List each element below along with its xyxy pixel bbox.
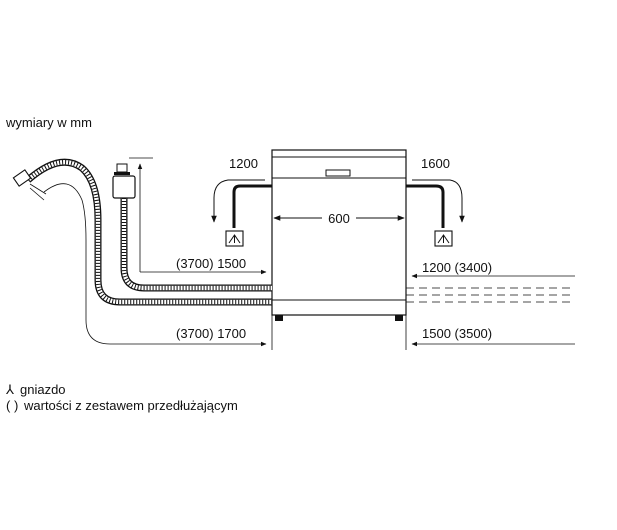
- drain-hose-end: [12, 169, 47, 201]
- foot-left: [275, 315, 283, 321]
- parentheses-symbol: ( ): [6, 398, 19, 413]
- width-label: 600: [328, 211, 350, 226]
- legend-item-extension: ( ) wartości z zestawem przedłużającym: [6, 398, 238, 414]
- reach-arc-left: [211, 179, 265, 223]
- dim-top-left: 1200: [229, 156, 258, 171]
- page-title: wymiary w mm: [5, 115, 92, 130]
- dim-right-lower: 1500 (3500): [422, 326, 492, 341]
- legend-text-socket: gniazdo: [20, 382, 66, 397]
- door-handle: [325, 169, 351, 177]
- power-cord-right: [406, 184, 445, 228]
- socket-icon: ⅄: [6, 382, 14, 397]
- dim-left-upper: (3700) 1500: [176, 256, 246, 271]
- dim-left-lower: (3700) 1700: [176, 326, 246, 341]
- socket-left-icon: [225, 230, 244, 247]
- dim-right-upper: 1200 (3400): [422, 260, 492, 275]
- dim-top-right: 1600: [421, 156, 450, 171]
- width-dimension: 600: [273, 211, 405, 226]
- reach-arc-right: [412, 179, 465, 223]
- hose-continuation-right: [406, 287, 575, 303]
- legend-text-extension: wartości z zestawem przedłużającym: [24, 398, 238, 413]
- power-cord-left: [232, 184, 272, 228]
- foot-right: [395, 315, 403, 321]
- dim-line-left-lower: [43, 183, 267, 347]
- legend-item-socket: ⅄ gniazdo: [6, 382, 66, 398]
- dishwasher: [271, 149, 407, 321]
- socket-right-icon: [434, 230, 453, 247]
- water-inlet: [112, 157, 153, 272]
